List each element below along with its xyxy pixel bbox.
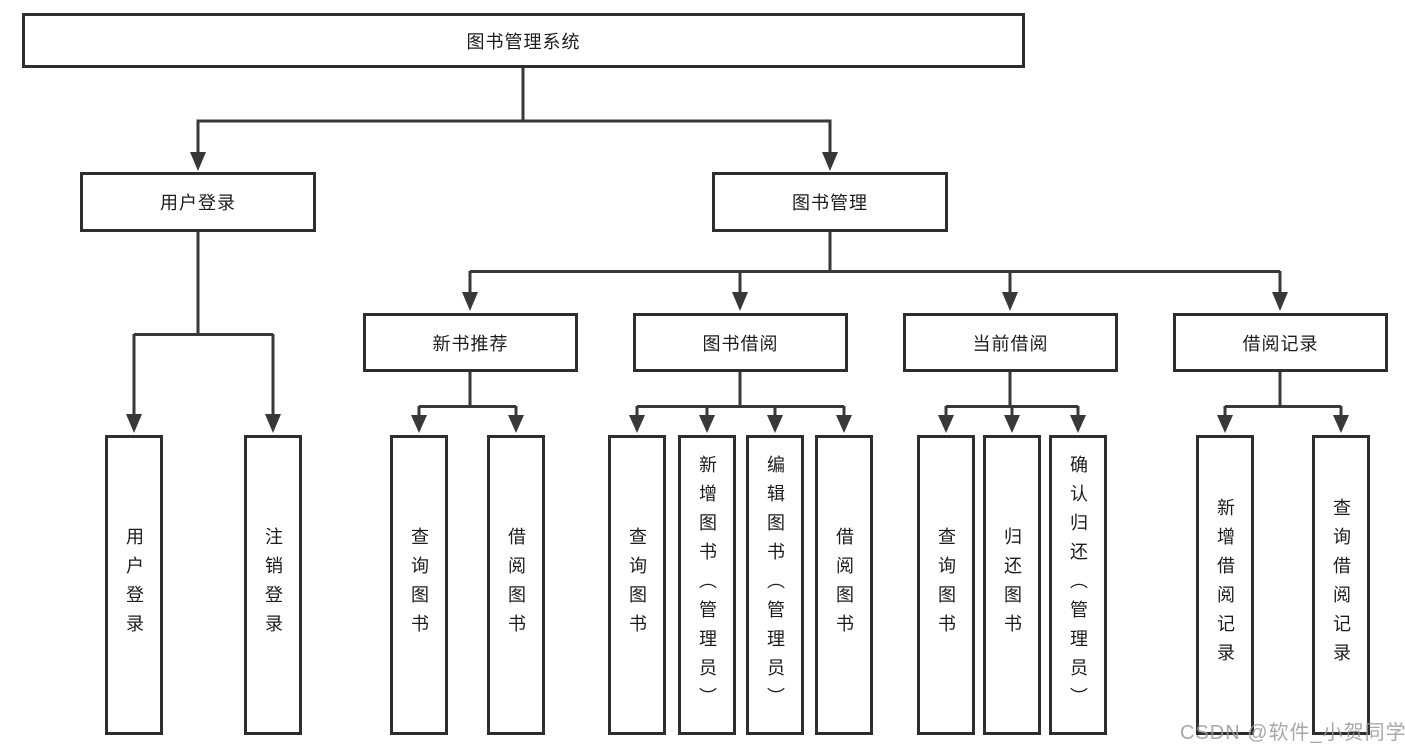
node-label: 编辑图书（管理员）: [765, 454, 785, 716]
connector-root-to-level2: [190, 68, 838, 171]
node-label: 查询图书: [627, 527, 647, 643]
node-label: 当前借阅: [972, 333, 1049, 354]
connector-current-borrow-children: [938, 372, 1086, 433]
node-label: 查询借阅记录: [1331, 498, 1351, 672]
node-label: 图书管理: [792, 193, 868, 213]
arrowhead-down-icon: [265, 414, 281, 433]
node-label: 注销登录: [263, 527, 283, 643]
node-book-management: 图书管理: [712, 172, 948, 232]
node-label: 查询图书: [936, 527, 956, 643]
arrowhead-down-icon: [1333, 415, 1349, 433]
arrowhead-down-icon: [822, 152, 838, 171]
arrowhead-down-icon: [508, 415, 524, 433]
leaf-user-login: 用户登录: [105, 435, 163, 735]
leaf-logout: 注销登录: [244, 435, 302, 735]
leaf-borrow-books-2: 借阅图书: [815, 435, 873, 735]
leaf-query-borrow-record: 查询借阅记录: [1312, 435, 1370, 735]
node-library-management-system: 图书管理系统: [22, 13, 1025, 68]
node-label: 借阅图书: [506, 527, 526, 643]
connector-user-login-children: [126, 232, 281, 433]
arrowhead-down-icon: [462, 292, 478, 311]
arrowhead-down-icon: [699, 415, 715, 433]
node-label: 图书管理系统: [466, 31, 581, 52]
node-label: 新书推荐: [432, 333, 509, 354]
arrowhead-down-icon: [1217, 415, 1233, 433]
node-label: 借阅记录: [1242, 333, 1319, 354]
arrowhead-down-icon: [767, 415, 783, 433]
leaf-confirm-return-admin: 确认归还（管理员）: [1049, 435, 1107, 735]
node-book-borrowing: 图书借阅: [633, 313, 848, 372]
connector-borrow-records-children: [1217, 372, 1349, 433]
node-label: 用户登录: [160, 193, 236, 213]
leaf-query-books-2: 查询图书: [608, 435, 666, 735]
arrowhead-down-icon: [1004, 415, 1020, 433]
leaf-add-books-admin: 新增图书（管理员）: [678, 435, 736, 735]
connector-book-management-children: [462, 232, 1288, 311]
arrowhead-down-icon: [190, 152, 206, 171]
arrowhead-down-icon: [1070, 415, 1086, 433]
leaf-borrow-books-1: 借阅图书: [487, 435, 545, 735]
arrowhead-down-icon: [629, 415, 645, 433]
connector-book-borrow-children: [629, 372, 852, 433]
arrowhead-down-icon: [732, 292, 748, 311]
leaf-query-books-1: 查询图书: [390, 435, 448, 735]
node-current-borrowing: 当前借阅: [903, 313, 1118, 372]
connector-new-books-children: [411, 372, 524, 433]
arrowhead-down-icon: [411, 415, 427, 433]
node-label: 查询图书: [409, 527, 429, 643]
arrowhead-down-icon: [1272, 292, 1288, 311]
node-label: 新增图书（管理员）: [697, 454, 717, 716]
leaf-return-books: 归还图书: [983, 435, 1041, 735]
leaf-add-borrow-record: 新增借阅记录: [1196, 435, 1254, 735]
leaf-query-books-3: 查询图书: [917, 435, 975, 735]
arrowhead-down-icon: [1002, 292, 1018, 311]
node-label: 借阅图书: [834, 527, 854, 643]
arrowhead-down-icon: [938, 415, 954, 433]
node-label: 新增借阅记录: [1215, 498, 1235, 672]
arrowhead-down-icon: [836, 415, 852, 433]
node-label: 确认归还（管理员）: [1068, 454, 1088, 716]
node-label: 用户登录: [124, 527, 144, 643]
csdn-watermark: CSDN @软件_小贺同学: [1180, 722, 1405, 744]
node-new-book-recommendation: 新书推荐: [363, 313, 578, 372]
leaf-edit-books-admin: 编辑图书（管理员）: [746, 435, 804, 735]
node-borrowing-records: 借阅记录: [1173, 313, 1388, 372]
arrowhead-down-icon: [126, 414, 142, 433]
node-user-login: 用户登录: [80, 172, 316, 232]
node-label: 归还图书: [1002, 527, 1022, 643]
node-label: 图书借阅: [702, 333, 779, 354]
